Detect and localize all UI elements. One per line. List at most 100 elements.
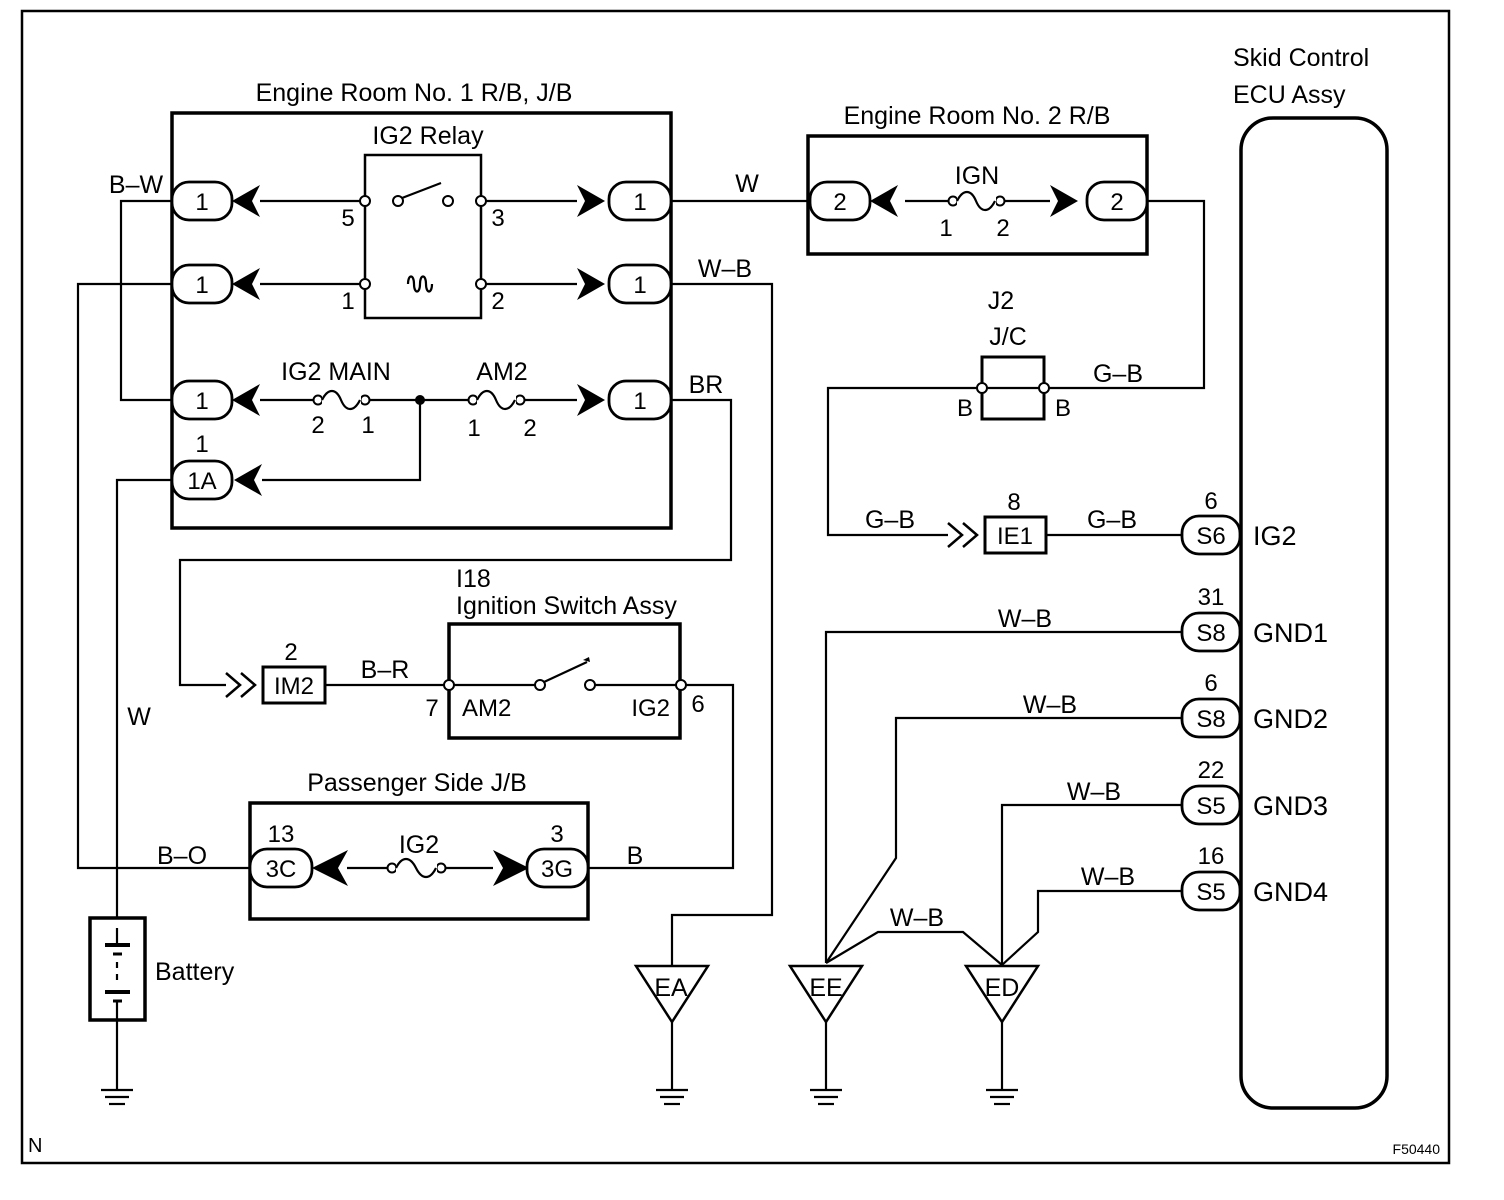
ignition-right-pin: 6 [691,691,704,718]
junction-connector-j2: J2 J/C B B [957,287,1071,422]
ecu-terminal-ig2: 6 S6 IG2 [1180,488,1297,556]
ground-ed-label: ED [985,974,1020,1002]
fuse-ign-label: IGN [955,162,999,190]
engine-room-1-block: Engine Room No. 1 R/B, J/B IG2 Relay 5 3… [170,79,673,530]
svg-text:GND1: GND1 [1253,618,1328,648]
svg-text:1: 1 [195,272,208,299]
passenger-left-pin: 13 [268,821,295,848]
wire-label-wb3: W–B [1067,778,1121,806]
corner-label: N [28,1135,42,1157]
fuse-ig2-main: IG2 MAIN 2 1 [281,358,391,439]
ignition-right-term: IG2 [631,695,670,722]
svg-text:1: 1 [633,189,646,216]
wire-label-wb1: W–B [998,605,1052,633]
svg-text:S8: S8 [1196,620,1225,647]
passenger-fuse-label: IG2 [399,831,439,859]
svg-text:6: 6 [1204,670,1217,697]
svg-text:1: 1 [195,388,208,415]
wire-label-wb4: W–B [1081,863,1135,891]
wire-label-b-pass: B [627,842,644,870]
ig2-relay-title: IG2 Relay [372,122,484,150]
im2-name: IM2 [274,673,314,700]
er1-right-connector-2: 1 [577,263,673,305]
er2-left-connector: 2 [808,180,898,222]
svg-text:S8: S8 [1196,706,1225,733]
fuse-ig2-main-label: IG2 MAIN [281,358,391,386]
svg-text:1: 1 [195,189,208,216]
passenger-right-pin: 3 [550,821,563,848]
svg-text:IG2: IG2 [1253,521,1297,551]
figure-code: F50440 [1393,1141,1441,1157]
wire-label-bo: B–O [157,842,207,870]
wire-label-gb-jc: G–B [1093,360,1143,388]
jc-pin-left: B [957,395,973,422]
wire-label-w-top: W [735,170,759,198]
fuse-am2-pin-b: 2 [523,415,536,442]
ignition-name: Ignition Switch Assy [456,592,677,620]
engine-room-2-block: Engine Room No. 2 R/B 2 2 IGN 1 2 [806,102,1149,256]
svg-text:31: 31 [1198,584,1225,611]
passenger-right-conn: 3G [541,856,573,883]
er1-left-connector-1: 1 [170,180,260,222]
jc-code: J2 [988,287,1014,315]
junction-dot [415,395,425,405]
er1-connector-1a: 1 1A [170,431,262,501]
svg-text:2: 2 [1110,189,1123,216]
svg-text:S5: S5 [1196,879,1225,906]
svg-text:GND4: GND4 [1253,877,1328,907]
wires [76,199,1206,1090]
ecu-terminal-gnd4: 16 S5 GND4 [1180,843,1328,912]
engine-room-1-title: Engine Room No. 1 R/B, J/B [256,79,573,107]
ground-ee: EE [787,964,865,1106]
wire-labels: B–W W W–B BR G–B G–B G–B B–R W B–O B W–B… [109,170,1143,932]
ground-ea: EA [633,964,711,1106]
battery-label: Battery [155,958,235,986]
connector-1a-pin: 1 [195,431,208,458]
svg-text:16: 16 [1198,843,1225,870]
wire-label-wb-ee-ed: W–B [890,904,944,932]
wire-label-br-ign: B–R [361,656,410,684]
ecu-terminal-gnd3: 22 S5 GND3 [1180,757,1328,826]
svg-text:S5: S5 [1196,793,1225,820]
ground-ed: ED [963,964,1041,1106]
ground-ee-label: EE [809,974,842,1002]
relay-pin-1: 1 [341,288,354,315]
im2-pin: 2 [284,639,297,666]
wire-label-wb2: W–B [1023,691,1077,719]
wire-label-br: BR [689,371,724,399]
er1-right-connector-1: 1 [577,180,673,222]
connector-im2: 2 IM2 [225,639,327,705]
battery: Battery [88,916,235,1022]
svg-text:22: 22 [1198,757,1225,784]
ecu-title-1: Skid Control [1233,44,1369,72]
engine-room-1-box [170,111,673,530]
connector-ie1: 8 IE1 [947,489,1048,555]
svg-text:1: 1 [633,388,646,415]
wire-label-bw: B–W [109,171,164,199]
skid-control-ecu: Skid Control ECU Assy 6 S6 IG2 31 S8 GND… [1180,44,1389,1110]
passenger-jb-title: Passenger Side J/B [307,769,527,797]
svg-text:2: 2 [833,189,846,216]
jc-pin-right: B [1055,395,1071,422]
svg-text:1A: 1A [187,468,216,495]
fuse-ign-pin-b: 2 [996,215,1009,242]
er1-left-connector-3: 1 [170,379,260,421]
fuse-ign-pin-a: 1 [939,215,952,242]
passenger-left-conn: 3C [266,856,297,883]
ground-bat [101,1088,133,1106]
svg-text:S6: S6 [1196,523,1225,550]
ignition-code: I18 [456,565,491,593]
engine-room-2-title: Engine Room No. 2 R/B [844,102,1111,130]
svg-text:6: 6 [1204,488,1217,515]
ie1-name: IE1 [997,523,1033,550]
svg-text:1: 1 [633,272,646,299]
ground-ea-label: EA [654,974,688,1002]
fuse-ign: IGN 1 2 [939,162,1009,242]
fuse-am2-pin-a: 1 [467,415,480,442]
wire-label-gb-out: G–B [1087,506,1137,534]
ignition-switch-assy: I18 Ignition Switch Assy 7 AM2 IG2 6 [425,565,705,740]
relay-pin-3: 3 [491,205,504,232]
passenger-side-jb: Passenger Side J/B 13 3C IG2 3 3G [248,769,590,921]
ie1-pin: 8 [1007,489,1020,516]
